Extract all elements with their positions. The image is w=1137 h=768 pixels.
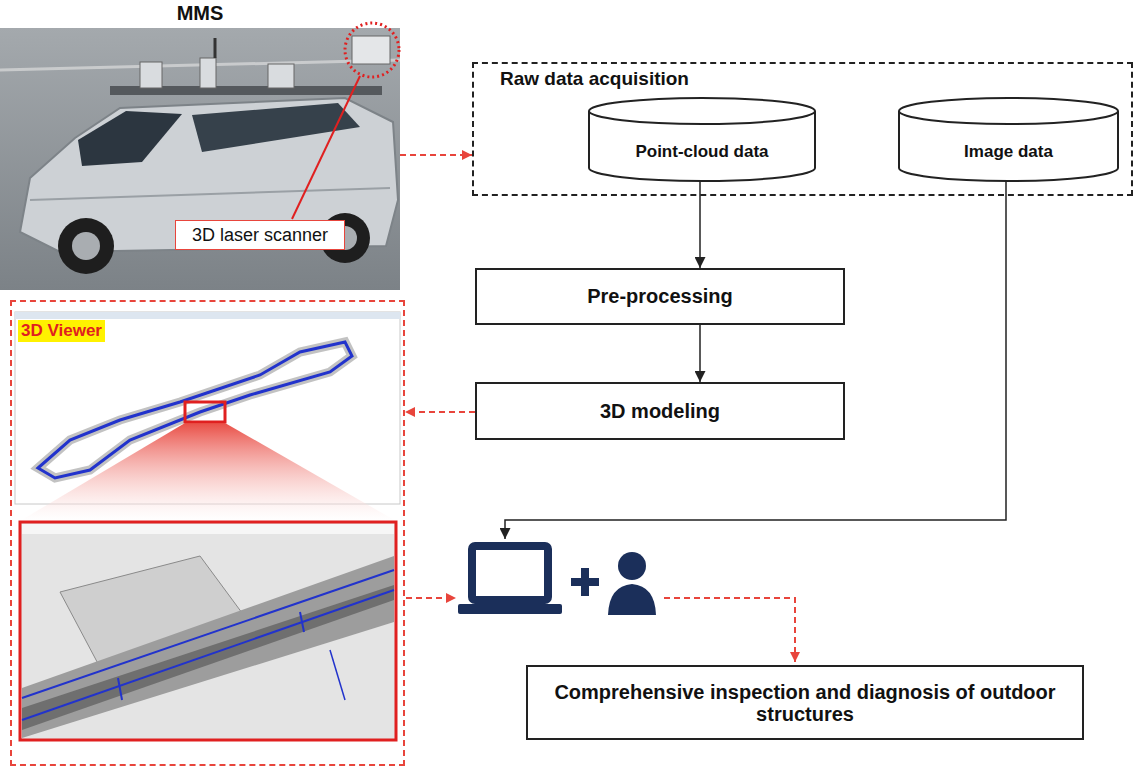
- highlight-circle: [345, 23, 399, 77]
- panel-heading: MMS: [0, 1, 400, 25]
- flow-lines: [406, 181, 1006, 662]
- node-label: 3D Viewer: [18, 320, 105, 342]
- cylinder-rim: [899, 111, 1118, 124]
- person-body: [608, 584, 656, 615]
- viewer-flow-line: [406, 597, 456, 599]
- plus-sign: [581, 568, 589, 596]
- flow-arrow: [699, 325, 701, 382]
- cylinder-body: [899, 98, 1118, 181]
- screenshot-toolbar: [15, 312, 400, 319]
- cylinder-body: [589, 98, 815, 181]
- node-label: 3D laser scanner: [192, 225, 328, 246]
- trajectory-line: [118, 678, 122, 700]
- node-label: Comprehensive inspection and diagnosis o…: [542, 681, 1068, 725]
- car-windshield: [78, 111, 182, 166]
- trajectory-line: [22, 590, 394, 720]
- image-flow-line: [505, 181, 1006, 539]
- laser-scanner: [352, 36, 390, 64]
- process-box: 3D modeling: [475, 382, 845, 440]
- roof-sensor: [200, 58, 216, 88]
- operator-icon: [458, 546, 656, 615]
- trajectory-line: [300, 612, 304, 632]
- callout-box: 3D laser scanner: [175, 220, 345, 250]
- node-label: 3D modeling: [600, 400, 720, 423]
- flow-arrow: [400, 154, 472, 156]
- flow-arrow: [405, 411, 475, 413]
- database-cylinder: Image data: [897, 98, 1120, 182]
- zoom-funnel: [20, 423, 396, 521]
- person-head: [618, 552, 646, 580]
- car-trim: [30, 188, 390, 200]
- group-box: Raw data acquisitionPoint-cloud data Imag…: [472, 62, 1133, 196]
- inspection-flow-line: [664, 598, 795, 662]
- node-label: Image data: [964, 142, 1053, 162]
- photo-ground: [0, 28, 400, 290]
- roof-sensor: [140, 62, 162, 88]
- viewer-panel: 3D Viewer: [10, 300, 405, 766]
- node-label: Raw data acquisition: [500, 68, 689, 90]
- point-cloud-road: [22, 585, 394, 730]
- result-box: Comprehensive inspection and diagnosis o…: [526, 665, 1084, 740]
- cylinder-outline: [587, 98, 817, 182]
- antenna: [214, 38, 217, 58]
- car-wheel: [58, 218, 114, 274]
- database-cylinder: Point-cloud data: [587, 98, 817, 182]
- process-box: Pre-processing: [475, 268, 845, 325]
- leader-line: [292, 76, 360, 219]
- trajectory-line: [330, 650, 345, 700]
- photo-panel: MMS3D laser scanner: [0, 28, 400, 290]
- laptop-base: [458, 604, 562, 614]
- point-cloud-road: [22, 556, 394, 738]
- node-label: Pre-processing: [587, 285, 733, 308]
- laptop-screen: [472, 546, 548, 600]
- cylinder-outline: [897, 98, 1120, 182]
- node-label: Point-cloud data: [635, 142, 768, 162]
- zoom-marker: [185, 402, 225, 422]
- screenshot-toolbar: [22, 524, 394, 534]
- viewer-screenshot: [15, 312, 400, 740]
- roof-sensor: [268, 64, 294, 88]
- zoom-frame: [20, 522, 396, 740]
- car-photo: [0, 23, 400, 290]
- cylinder-rim: [589, 111, 815, 124]
- car-wheel: [72, 232, 100, 260]
